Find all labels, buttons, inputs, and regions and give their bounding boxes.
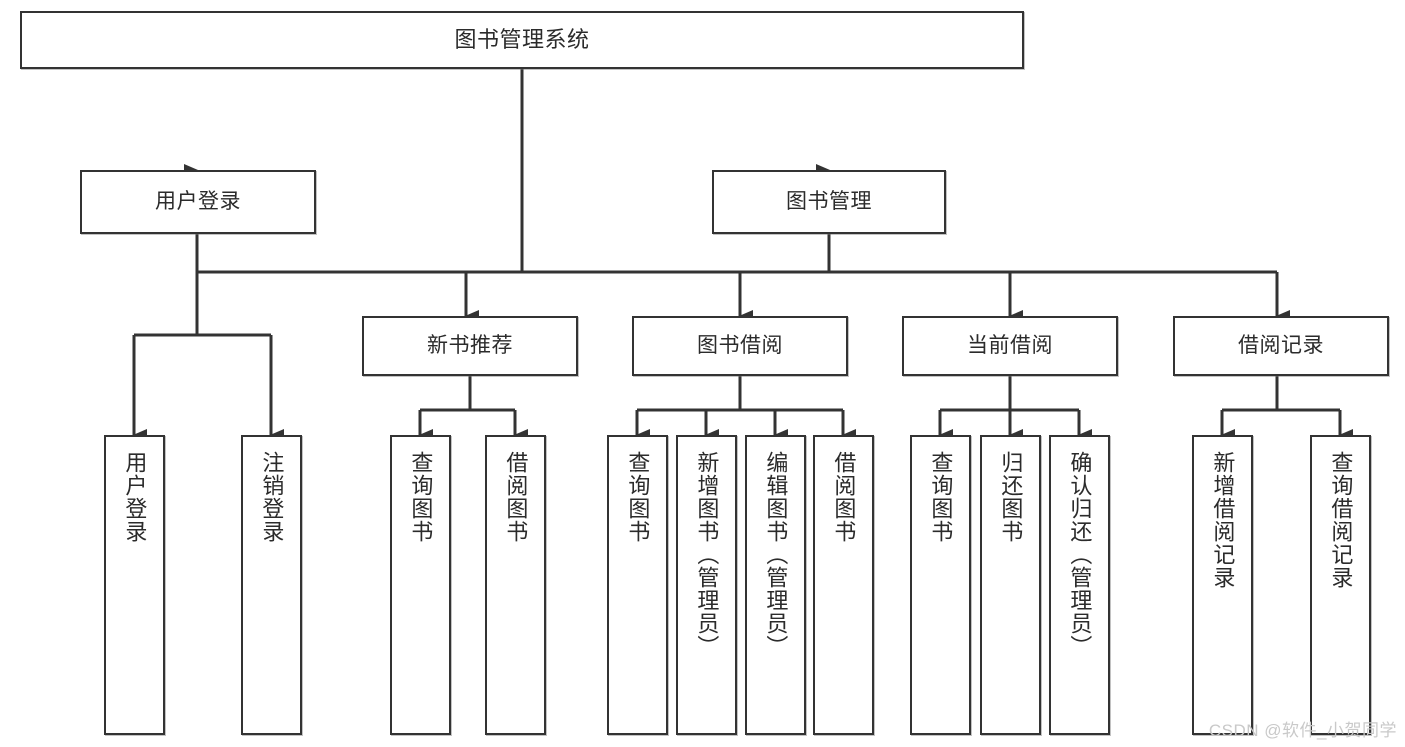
node-root-system[interactable]: 图书管理系统 (20, 11, 1024, 69)
node-book-management[interactable]: 图书管理 (712, 170, 946, 234)
leaf-label: 确认归还（管理员） (1067, 451, 1093, 658)
leaf-label: 注销登录 (259, 451, 285, 543)
node-user-login-label: 用户登录 (155, 190, 241, 214)
node-borrow-record[interactable]: 借阅记录 (1173, 316, 1389, 376)
leaf-user-login-logout[interactable]: 注销登录 (241, 435, 302, 735)
leaf-user-login-login[interactable]: 用户登录 (104, 435, 165, 735)
leaf-label: 查询借阅记录 (1328, 451, 1354, 589)
leaf-label: 借阅图书 (831, 451, 857, 543)
node-borrow-record-label: 借阅记录 (1238, 334, 1324, 358)
leaf-borrow-query-book[interactable]: 查询图书 (607, 435, 668, 735)
leaf-label: 新增借阅记录 (1210, 451, 1236, 589)
leaf-label: 查询图书 (408, 451, 434, 543)
node-book-borrow[interactable]: 图书借阅 (632, 316, 848, 376)
node-user-login[interactable]: 用户登录 (80, 170, 316, 234)
node-current-borrow-label: 当前借阅 (967, 334, 1053, 358)
leaf-label: 归还图书 (998, 451, 1024, 543)
leaf-newbook-borrow-book[interactable]: 借阅图书 (485, 435, 546, 735)
leaf-current-confirm-return-admin[interactable]: 确认归还（管理员） (1049, 435, 1110, 735)
leaf-label: 借阅图书 (503, 451, 529, 543)
node-new-book-recommend-label: 新书推荐 (427, 334, 513, 358)
leaf-borrow-borrow-book[interactable]: 借阅图书 (813, 435, 874, 735)
leaf-borrow-add-book-admin[interactable]: 新增图书（管理员） (676, 435, 737, 735)
leaf-borrow-edit-book-admin[interactable]: 编辑图书（管理员） (745, 435, 806, 735)
leaf-record-add-record[interactable]: 新增借阅记录 (1192, 435, 1253, 735)
leaf-label: 编辑图书（管理员） (763, 451, 789, 658)
leaf-label: 新增图书（管理员） (694, 451, 720, 658)
leaf-label: 用户登录 (122, 451, 148, 543)
node-book-borrow-label: 图书借阅 (697, 334, 783, 358)
node-root-label: 图书管理系统 (454, 26, 590, 52)
node-new-book-recommend[interactable]: 新书推荐 (362, 316, 578, 376)
leaf-label: 查询图书 (625, 451, 651, 543)
node-current-borrow[interactable]: 当前借阅 (902, 316, 1118, 376)
leaf-newbook-query-book[interactable]: 查询图书 (390, 435, 451, 735)
leaf-current-query-book[interactable]: 查询图书 (910, 435, 971, 735)
leaf-record-query-record[interactable]: 查询借阅记录 (1310, 435, 1371, 735)
leaf-label: 查询图书 (928, 451, 954, 543)
leaf-current-return-book[interactable]: 归还图书 (980, 435, 1041, 735)
node-book-management-label: 图书管理 (786, 190, 872, 214)
csdn-watermark: CSDN @软件_小贺同学 (1208, 721, 1397, 740)
